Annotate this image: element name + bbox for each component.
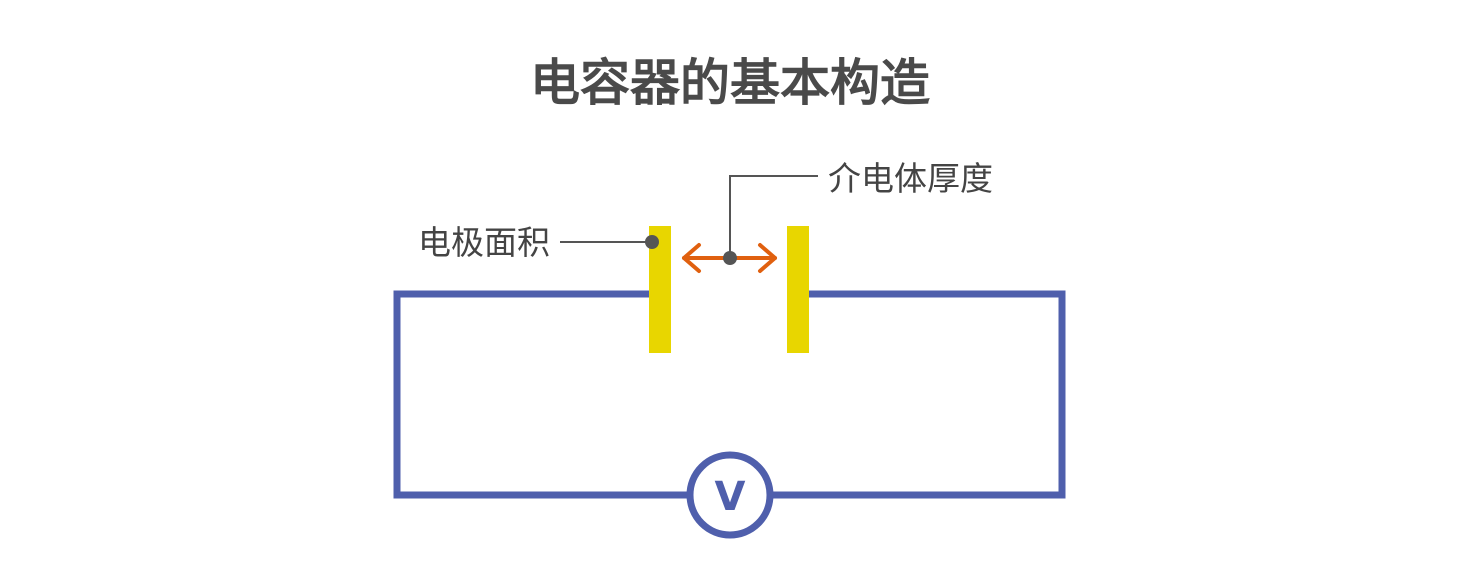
dielectric-thickness-leader xyxy=(729,175,818,258)
arrowhead-right xyxy=(758,243,777,273)
capacitor-plate-left xyxy=(649,226,671,353)
dielectric-thickness-dot xyxy=(723,251,737,265)
capacitor-plate-right xyxy=(787,226,809,353)
circuit-wire xyxy=(393,290,1066,499)
dielectric-thickness-label: 介电体厚度 xyxy=(828,159,993,198)
arrowhead-left xyxy=(682,243,701,273)
electrode-area-label: 电极面积 xyxy=(418,223,550,262)
voltmeter-symbol: V xyxy=(715,474,746,520)
diagram-title: 电容器的基本构造 xyxy=(530,54,930,112)
electrode-area-dot xyxy=(645,235,659,249)
voltmeter-circle xyxy=(686,451,774,539)
voltmeter: V xyxy=(686,451,774,539)
